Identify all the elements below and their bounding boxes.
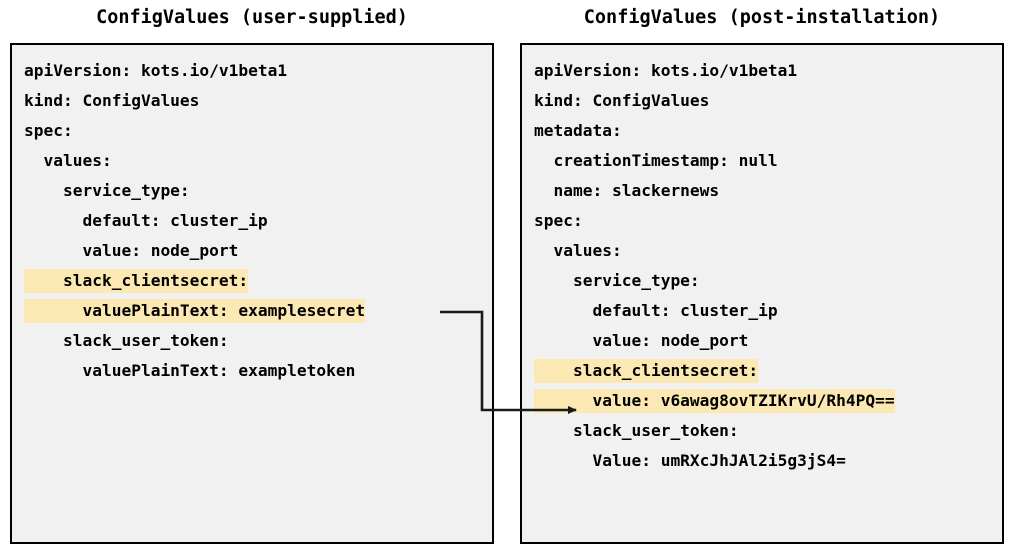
code-line: Value: umRXcJhJAl2i5g3jS4= (522, 446, 1002, 476)
code-line: valuePlainText: exampletoken (12, 356, 492, 386)
code-line: value: v6awag8ovTZIKrvU/Rh4PQ== (522, 386, 1002, 416)
code-line: values: (522, 236, 1002, 266)
code-line: values: (12, 146, 492, 176)
left-panel-title: ConfigValues (user-supplied) (96, 7, 408, 28)
yaml-text: slack_user_token: (534, 421, 739, 440)
code-line: apiVersion: kots.io/v1beta1 (522, 56, 1002, 86)
code-line: name: slackernews (522, 176, 1002, 206)
yaml-text: default: cluster_ip (534, 301, 778, 320)
left-config-box: apiVersion: kots.io/v1beta1 kind: ConfigV… (10, 43, 494, 544)
right-config-lines: apiVersion: kots.io/v1beta1 kind: ConfigV… (522, 45, 1002, 542)
code-line: kind: ConfigValues (522, 86, 1002, 116)
yaml-text: apiVersion: kots.io/v1beta1 (534, 61, 798, 80)
code-line: service_type: (12, 176, 492, 206)
code-line: default: cluster_ip (12, 206, 492, 236)
yaml-text: creationTimestamp: null (534, 151, 778, 170)
code-line: slack_clientsecret: (522, 356, 1002, 386)
yaml-text: value: node_port (534, 331, 749, 350)
yaml-text: values: (24, 151, 112, 170)
code-line: valuePlainText: examplesecret (12, 296, 492, 326)
code-line: slack_user_token: (12, 326, 492, 356)
yaml-text: apiVersion: kots.io/v1beta1 (24, 61, 288, 80)
yaml-text: name: slackernews (534, 181, 720, 200)
code-line: creationTimestamp: null (522, 146, 1002, 176)
code-line: slack_clientsecret: (12, 266, 492, 296)
code-line: spec: (12, 116, 492, 146)
yaml-text: value: node_port (24, 241, 239, 260)
yaml-text: valuePlainText: exampletoken (24, 361, 356, 380)
code-line: metadata: (522, 116, 1002, 146)
yaml-text: spec: (534, 211, 583, 230)
code-line: kind: ConfigValues (12, 86, 492, 116)
right-config-box: apiVersion: kots.io/v1beta1 kind: ConfigV… (520, 43, 1004, 544)
code-line: value: node_port (522, 326, 1002, 356)
yaml-text: slack_user_token: (24, 331, 229, 350)
left-config-lines: apiVersion: kots.io/v1beta1 kind: ConfigV… (12, 45, 492, 542)
yaml-text: service_type: (24, 181, 190, 200)
yaml-text: kind: ConfigValues (24, 91, 200, 110)
right-panel-title: ConfigValues (post-installation) (583, 7, 941, 28)
yaml-text: service_type: (534, 271, 700, 290)
code-line: default: cluster_ip (522, 296, 1002, 326)
code-line: slack_user_token: (522, 416, 1002, 446)
yaml-text: spec: (24, 121, 73, 140)
yaml-text: Value: umRXcJhJAl2i5g3jS4= (534, 451, 846, 470)
code-line: apiVersion: kots.io/v1beta1 (12, 56, 492, 86)
yaml-text: kind: ConfigValues (534, 91, 710, 110)
yaml-text: default: cluster_ip (24, 211, 268, 230)
code-line: value: node_port (12, 236, 492, 266)
highlighted-yaml-text: slack_clientsecret: (534, 359, 759, 383)
highlighted-yaml-text: slack_clientsecret: (24, 269, 249, 293)
code-line: spec: (522, 206, 1002, 236)
code-line: service_type: (522, 266, 1002, 296)
highlighted-yaml-text: valuePlainText: examplesecret (24, 299, 366, 323)
yaml-text: metadata: (534, 121, 622, 140)
highlighted-yaml-text: value: v6awag8ovTZIKrvU/Rh4PQ== (534, 389, 895, 413)
yaml-text: values: (534, 241, 622, 260)
